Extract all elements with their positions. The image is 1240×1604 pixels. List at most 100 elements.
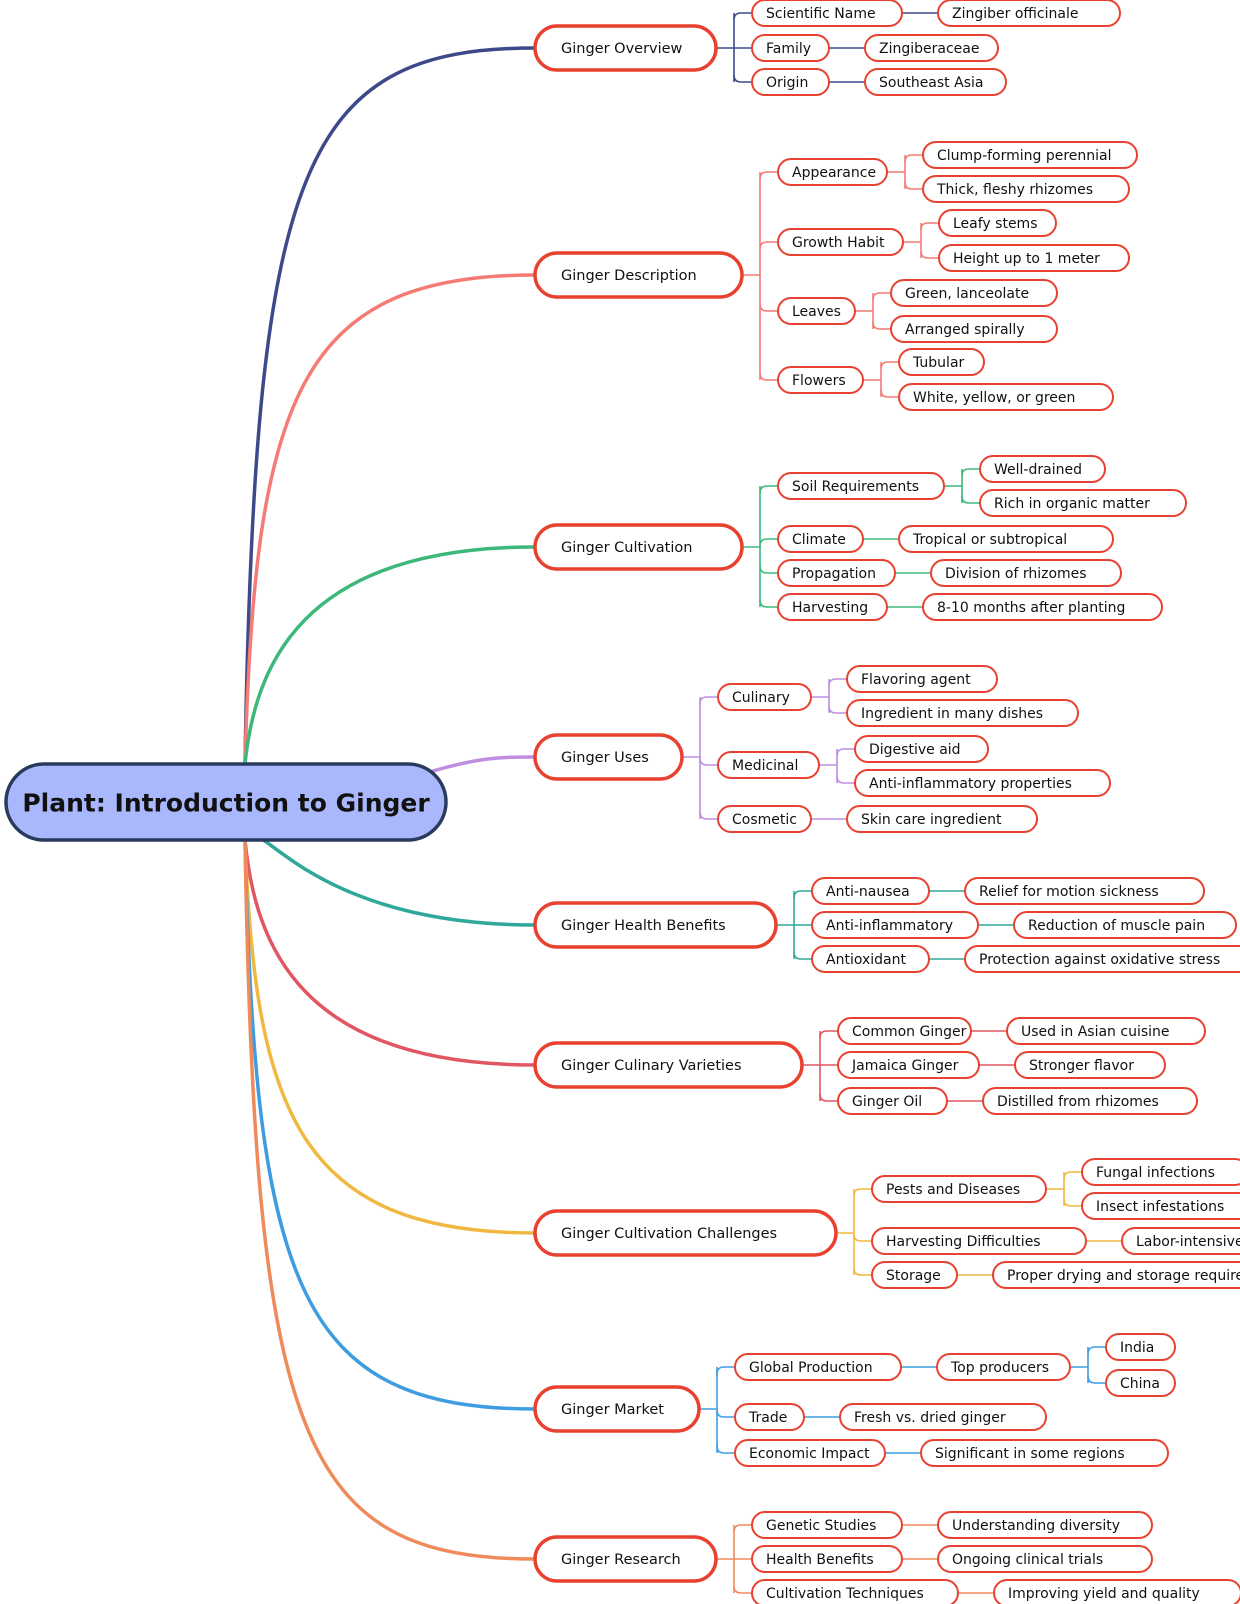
topic-labor-intensive-process[interactable]: Labor-intensive process	[1121, 1227, 1240, 1255]
topic-storage[interactable]: Storage	[871, 1261, 958, 1289]
topic-box	[992, 1261, 1240, 1289]
sub-connector	[853, 1267, 872, 1276]
topic-green-lanceolate[interactable]: Green, lanceolate	[890, 279, 1058, 307]
topic-ongoing-clinical-trials[interactable]: Ongoing clinical trials	[937, 1545, 1153, 1573]
topic-skin-care-ingredient[interactable]: Skin care ingredient	[846, 805, 1038, 833]
topic-southeast-asia[interactable]: Southeast Asia	[864, 68, 1007, 96]
topic-label: Insect infestations	[1096, 1199, 1224, 1215]
central-topic[interactable]: Plant: Introduction to Ginger	[4, 762, 448, 842]
topic-leafy-stems[interactable]: Leafy stems	[938, 209, 1057, 237]
topic-jamaica-ginger[interactable]: Jamaica Ginger	[837, 1051, 980, 1079]
topic-thick-fleshy-rhizomes[interactable]: Thick, fleshy rhizomes	[922, 175, 1130, 203]
topic-common-ginger[interactable]: Common Ginger	[837, 1017, 972, 1045]
topic-fungal-infections[interactable]: Fungal infections	[1081, 1158, 1240, 1186]
topic-digestive-aid[interactable]: Digestive aid	[854, 735, 989, 763]
topic-ginger-uses[interactable]: Ginger Uses	[533, 733, 684, 781]
topic-rich-in-organic-matter[interactable]: Rich in organic matter	[979, 489, 1187, 517]
topic-ginger-description[interactable]: Ginger Description	[533, 251, 744, 299]
topic-division-of-rhizomes[interactable]: Division of rhizomes	[930, 559, 1122, 587]
topic-label: Arranged spirally	[905, 322, 1025, 338]
topic-clump-forming-perennial[interactable]: Clump-forming perennial	[922, 141, 1138, 169]
topic-understanding-diversity[interactable]: Understanding diversity	[937, 1511, 1153, 1539]
topic-scientific-name[interactable]: Scientific Name	[751, 0, 903, 27]
topic-leaves[interactable]: Leaves	[777, 297, 856, 325]
topic-appearance[interactable]: Appearance	[777, 158, 888, 186]
topic-ginger-health-benefits[interactable]: Ginger Health Benefits	[533, 901, 778, 949]
topic-global-production[interactable]: Global Production	[734, 1353, 902, 1381]
topic-harvesting-difficulties[interactable]: Harvesting Difficulties	[871, 1227, 1087, 1255]
sub-connector	[920, 250, 939, 259]
topic-ginger-cultivation-challenges[interactable]: Ginger Cultivation Challenges	[533, 1209, 838, 1257]
topic-label: Trade	[748, 1410, 787, 1426]
topic-growth-habit[interactable]: Growth Habit	[777, 228, 904, 256]
topic-reduction-of-muscle-pain[interactable]: Reduction of muscle pain	[1013, 911, 1237, 939]
topic-box	[837, 1051, 980, 1079]
topic-anti-inflammatory[interactable]: Anti-inflammatory	[811, 911, 979, 939]
topic-zingiberaceae[interactable]: Zingiberaceae	[864, 34, 999, 62]
topic-ginger-market[interactable]: Ginger Market	[533, 1385, 701, 1433]
topic-india[interactable]: India	[1105, 1333, 1176, 1361]
topic-ginger-cultivation[interactable]: Ginger Cultivation	[533, 523, 744, 571]
topic-origin[interactable]: Origin	[751, 68, 830, 96]
topic-protection-against-oxidative-stress[interactable]: Protection against oxidative stress	[964, 945, 1240, 973]
topic-used-in-asian-cuisine[interactable]: Used in Asian cuisine	[1006, 1017, 1206, 1045]
topic-8-10-months-after-planting[interactable]: 8-10 months after planting	[922, 593, 1163, 621]
topic-anti-inflammatory-properties[interactable]: Anti-inflammatory properties	[854, 769, 1111, 797]
sub-connector	[699, 696, 718, 705]
topic-zingiber-officinale[interactable]: Zingiber officinale	[937, 0, 1121, 27]
topic-box	[777, 559, 896, 587]
topic-label: 8-10 months after planting	[937, 600, 1125, 616]
topic-economic-impact[interactable]: Economic Impact	[734, 1439, 886, 1467]
topic-box	[922, 141, 1138, 169]
topic-significant-in-some-regions[interactable]: Significant in some regions	[920, 1439, 1169, 1467]
topic-soil-requirements[interactable]: Soil Requirements	[777, 472, 945, 500]
topic-white-yellow-or-green[interactable]: White, yellow, or green	[898, 383, 1114, 411]
topic-flowers[interactable]: Flowers	[777, 366, 864, 394]
topic-pests-and-diseases[interactable]: Pests and Diseases	[871, 1175, 1047, 1203]
topic-box	[811, 911, 979, 939]
topic-insect-infestations[interactable]: Insect infestations	[1081, 1192, 1240, 1220]
topic-improving-yield-and-quality[interactable]: Improving yield and quality	[993, 1579, 1240, 1604]
topic-ginger-oil[interactable]: Ginger Oil	[837, 1087, 948, 1115]
topic-label: Height up to 1 meter	[953, 251, 1100, 267]
topic-relief-for-motion-sickness[interactable]: Relief for motion sickness	[964, 877, 1205, 905]
topic-arranged-spirally[interactable]: Arranged spirally	[890, 315, 1058, 343]
topic-stronger-flavor[interactable]: Stronger flavor	[1014, 1051, 1166, 1079]
topic-trade[interactable]: Trade	[734, 1403, 805, 1431]
topic-fresh-vs-dried-ginger[interactable]: Fresh vs. dried ginger	[839, 1403, 1047, 1431]
topic-ginger-culinary-varieties[interactable]: Ginger Culinary Varieties	[533, 1041, 804, 1089]
topic-medicinal[interactable]: Medicinal	[717, 751, 820, 779]
topic-ginger-research[interactable]: Ginger Research	[533, 1535, 718, 1583]
topic-proper-drying-and-storage-required[interactable]: Proper drying and storage required	[992, 1261, 1240, 1289]
topic-top-producers[interactable]: Top producers	[936, 1353, 1071, 1381]
topic-box	[533, 733, 684, 781]
topic-well-drained[interactable]: Well-drained	[979, 455, 1106, 483]
topic-health-benefits[interactable]: Health Benefits	[751, 1545, 903, 1573]
topic-label: Ginger Oil	[852, 1094, 922, 1110]
topic-propagation[interactable]: Propagation	[777, 559, 896, 587]
topic-culinary[interactable]: Culinary	[717, 683, 812, 711]
topic-cultivation-techniques[interactable]: Cultivation Techniques	[751, 1579, 959, 1604]
topic-antioxidant[interactable]: Antioxidant	[811, 945, 930, 973]
topic-cosmetic[interactable]: Cosmetic	[717, 805, 812, 833]
topic-distilled-from-rhizomes[interactable]: Distilled from rhizomes	[982, 1087, 1198, 1115]
topic-china[interactable]: China	[1105, 1369, 1176, 1397]
topic-flavoring-agent[interactable]: Flavoring agent	[846, 665, 998, 693]
topic-genetic-studies[interactable]: Genetic Studies	[751, 1511, 903, 1539]
topic-ginger-overview[interactable]: Ginger Overview	[533, 24, 718, 72]
branch-line-ginger-health-benefits	[243, 832, 536, 927]
branch-line-ginger-market	[243, 839, 536, 1411]
topic-tropical-or-subtropical[interactable]: Tropical or subtropical	[898, 525, 1114, 553]
topic-box	[734, 1353, 902, 1381]
topic-height-up-to-1-meter[interactable]: Height up to 1 meter	[938, 244, 1130, 272]
topic-box	[1014, 1051, 1166, 1079]
topic-family[interactable]: Family	[751, 34, 830, 62]
topic-anti-nausea[interactable]: Anti-nausea	[811, 877, 930, 905]
topic-harvesting[interactable]: Harvesting	[777, 593, 888, 621]
topic-label: Origin	[766, 75, 808, 91]
topic-ingredient-in-many-dishes[interactable]: Ingredient in many dishes	[846, 699, 1079, 727]
topic-tubular[interactable]: Tubular	[898, 348, 985, 376]
topic-box	[922, 175, 1130, 203]
topic-climate[interactable]: Climate	[777, 525, 864, 553]
sub-connector	[828, 705, 847, 714]
